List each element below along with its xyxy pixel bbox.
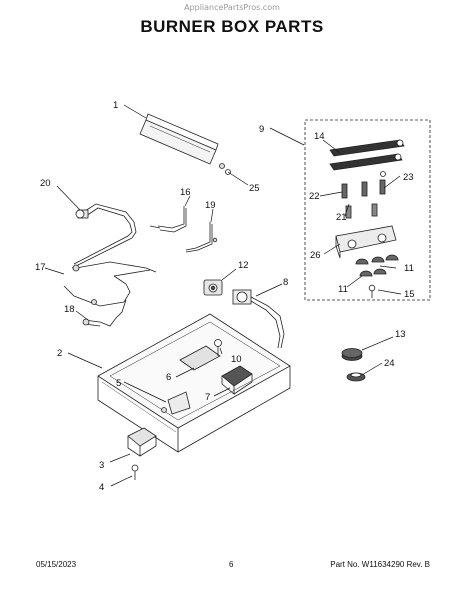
watermark: AppliancePartsPros.com — [184, 3, 280, 12]
callout-1: 1 — [113, 100, 118, 111]
callout-13: 13 — [395, 329, 406, 340]
part-bracket-5 — [161, 391, 191, 415]
callout-2: 2 — [57, 348, 62, 359]
part-regulator-8 — [232, 289, 285, 349]
part-burner-box — [97, 313, 291, 453]
part-screw-4 — [131, 464, 139, 480]
callout-14: 14 — [314, 131, 325, 142]
callout-17: 17 — [35, 262, 46, 273]
callout-4: 4 — [99, 482, 104, 493]
callout-23: 23 — [403, 172, 414, 183]
callout-7: 7 — [205, 392, 210, 403]
callout-24: 24 — [384, 358, 395, 369]
part-base-26 — [335, 225, 397, 259]
footer-part-number: Part No. W11634290 Rev. B — [330, 560, 430, 569]
footer-date: 05/15/2023 — [36, 560, 77, 569]
part-insulation-6 — [179, 345, 221, 371]
callout-20: 20 — [40, 178, 51, 189]
callout-11b: 11 — [338, 284, 348, 295]
callout-11a: 11 — [404, 263, 414, 274]
page-title: BURNER BOX PARTS — [140, 17, 324, 36]
callout-15: 15 — [404, 289, 415, 300]
callout-5: 5 — [116, 378, 121, 389]
callout-21: 21 — [336, 212, 347, 223]
leader-lines — [44, 104, 402, 487]
part-screw-15 — [368, 284, 376, 298]
part-burner-cap-13 — [341, 348, 363, 361]
callout-3: 3 — [99, 460, 104, 471]
part-screw-10 — [214, 339, 222, 356]
callout-16: 16 — [180, 187, 191, 198]
part-tube-17 — [63, 261, 157, 307]
part-burner-head-24 — [346, 372, 366, 382]
part-electrodes-21-22-23 — [341, 171, 386, 219]
callout-12: 12 — [238, 260, 249, 271]
part-junction-box-3 — [127, 427, 157, 457]
part-manifold-14 — [329, 139, 405, 171]
callout-8: 8 — [283, 277, 288, 288]
burner-assembly-inset-box — [304, 119, 431, 301]
callout-26: 26 — [310, 250, 321, 261]
callout-10: 10 — [231, 354, 242, 365]
callout-6: 6 — [166, 372, 171, 383]
callout-18: 18 — [64, 304, 75, 315]
part-valve-12 — [203, 279, 223, 296]
part-tube-18 — [82, 299, 127, 327]
part-clips-11 — [355, 254, 399, 277]
footer-page-number: 6 — [229, 560, 234, 569]
part-tube-19 — [185, 222, 218, 253]
callout-9: 9 — [259, 124, 264, 135]
callout-25: 25 — [249, 183, 260, 194]
callout-22: 22 — [309, 191, 320, 202]
callout-19: 19 — [205, 200, 216, 211]
part-tube-16 — [149, 206, 187, 233]
part-rail — [139, 113, 225, 169]
part-tube-20 — [71, 203, 137, 269]
